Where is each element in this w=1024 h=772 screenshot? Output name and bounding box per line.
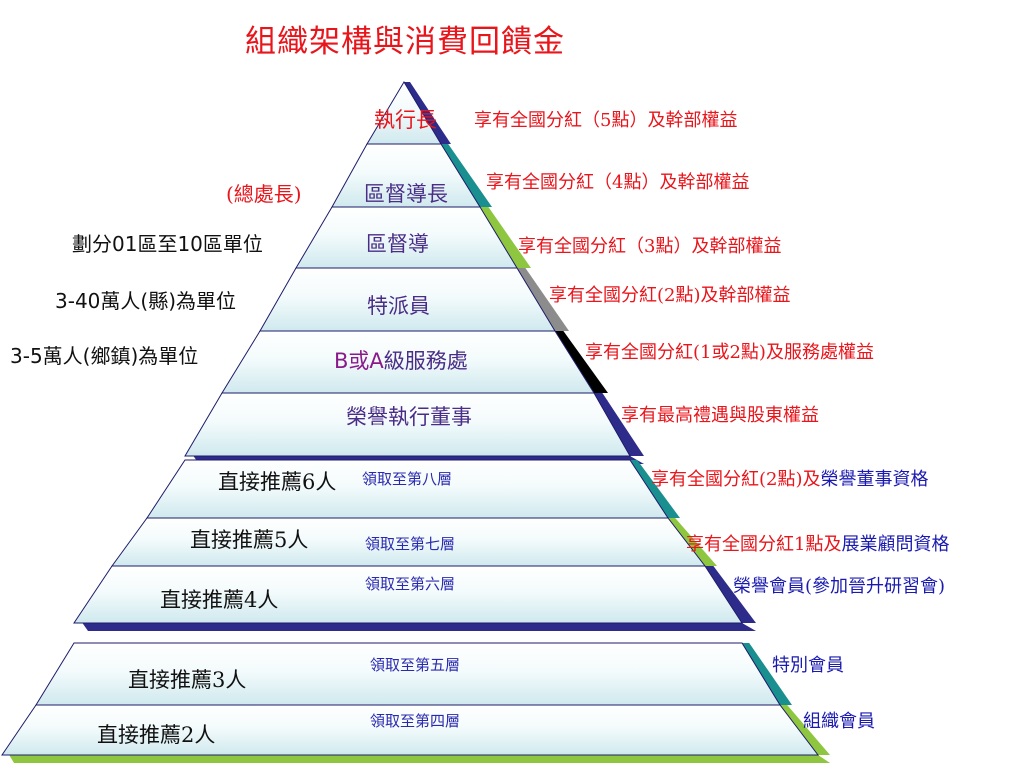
tier-level-recommend-2: 領取至第四層	[370, 712, 461, 730]
tier-name-district-supervisor: 區督導	[366, 232, 429, 256]
tier-benefit-ceo: 享有全國分紅（5點）及幹部權益	[474, 110, 738, 131]
tier-side-accent	[780, 705, 830, 755]
tier-name-recommend-2: 直接推薦2人	[97, 723, 216, 747]
tier-name-recommend-3: 直接推薦3人	[128, 668, 247, 692]
tier-note-county: 3-40萬人(縣)為單位	[55, 289, 236, 313]
pyramid-tier-6	[184, 392, 644, 464]
tier-side-accent	[441, 144, 492, 207]
service-office-suffix: 級服務處	[383, 349, 468, 373]
tier-note-general-director: (總處長)	[226, 182, 302, 206]
tier-name-special-envoy: 特派員	[367, 294, 430, 318]
tier-level-recommend-6: 領取至第八層	[362, 470, 453, 488]
benefit-blue-part: 展業顧問資格	[841, 534, 950, 555]
tier-name-ceo: 執行長	[374, 108, 437, 132]
tier-level-recommend-3: 領取至第五層	[370, 656, 461, 674]
benefit-red-part: 享有全國分紅1點及	[686, 534, 842, 555]
benefit-blue-part: 榮譽董事資格	[820, 469, 929, 490]
tier-note-district: 劃分01區至10區單位	[72, 232, 263, 256]
tier-note-township: 3-5萬人(鄉鎮)為單位	[10, 344, 199, 368]
tier-face	[1, 704, 820, 756]
tier-side-accent	[630, 460, 680, 518]
tier-benefit-recommend-4: 榮譽會員(參加晉升研習會)	[733, 576, 946, 597]
service-office-prefix: B或A	[334, 349, 384, 373]
tier-benefit-honorary-director: 享有最高禮遇與股東權益	[621, 405, 819, 426]
page-title: 組織架構與消費回饋金	[245, 24, 565, 60]
tier-name-recommend-4: 直接推薦4人	[160, 588, 279, 612]
tier-face	[73, 565, 743, 624]
tier-side-accent	[555, 331, 608, 393]
tier-level-recommend-4: 領取至第六層	[365, 575, 456, 593]
tier-benefit-special-envoy: 享有全國分紅(2點)及幹部權益	[549, 285, 791, 306]
tier-name-recommend-6: 直接推薦6人	[218, 470, 337, 494]
tier-side-accent	[705, 566, 756, 623]
tier-side-accent	[480, 207, 531, 268]
tier-name-district-chief: 區督導長	[364, 182, 448, 206]
pyramid-tier-9	[73, 565, 756, 631]
tier-benefit-recommend-6: 享有全國分紅(2點)及榮譽董事資格	[651, 465, 929, 491]
tier-benefit-recommend-5: 享有全國分紅1點及展業顧問資格	[686, 530, 949, 556]
tier-face	[184, 392, 631, 457]
tier-name-service-office: B或A級服務處	[334, 345, 468, 375]
tier-side-accent	[594, 393, 644, 456]
tier-benefit-service-office: 享有全國分紅(1或2點)及服務處權益	[585, 342, 874, 363]
tier-side-accent	[404, 82, 451, 144]
tier-level-recommend-5: 領取至第七層	[365, 535, 456, 553]
tier-side-accent	[668, 518, 717, 566]
tier-side-accent	[517, 268, 569, 331]
tier-benefit-recommend-2: 組織會員	[803, 711, 875, 732]
benefit-red-part: 享有全國分紅(2點)及	[651, 469, 821, 490]
tier-benefit-recommend-3: 特別會員	[772, 655, 844, 676]
tier-name-recommend-5: 直接推薦5人	[190, 528, 309, 552]
tier-side-accent	[742, 643, 792, 705]
tier-name-honorary-director: 榮譽執行董事	[346, 405, 472, 429]
tier-benefit-district-chief: 享有全國分紅（4點）及幹部權益	[486, 172, 750, 193]
tier-bottom-shadow	[82, 623, 756, 631]
tier-benefit-district-supervisor: 享有全國分紅（3點）及幹部權益	[518, 236, 782, 257]
pyramid-tier-11	[1, 704, 830, 763]
tier-bottom-shadow	[9, 755, 830, 763]
